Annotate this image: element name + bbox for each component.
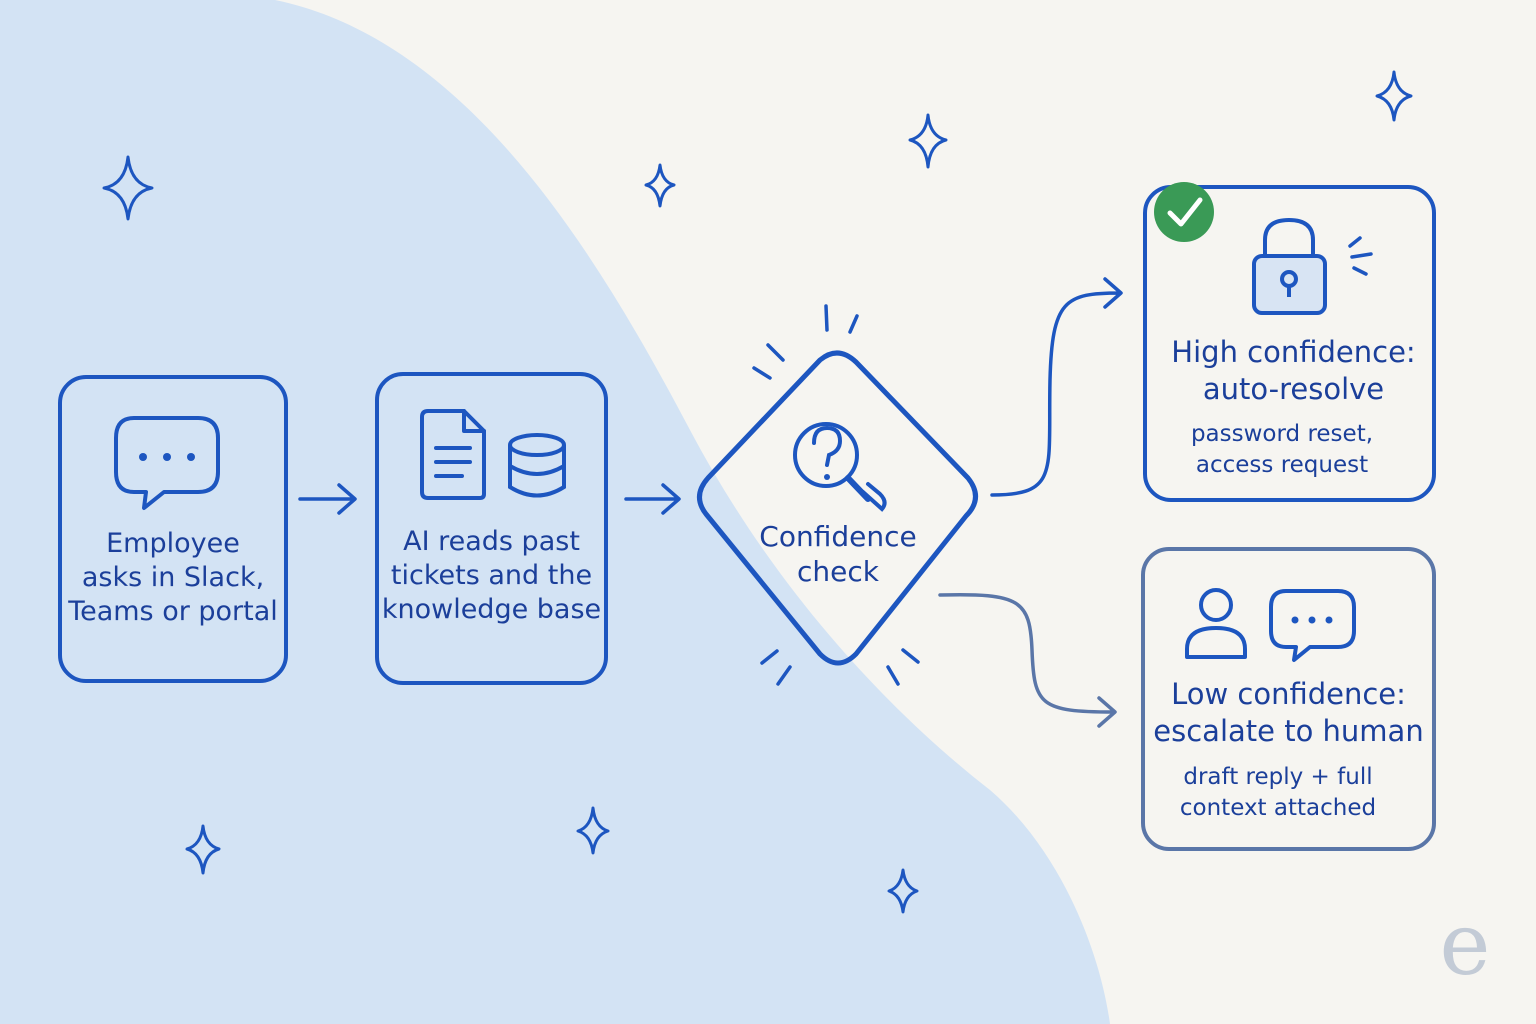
arrow-ask-to-read — [298, 483, 357, 515]
label-line: Confidence — [759, 520, 917, 553]
label-line: Employee — [106, 528, 240, 559]
outcome-box-high — [1143, 185, 1436, 502]
burst-mark — [760, 649, 779, 665]
outcome-box-low — [1141, 547, 1436, 851]
burst-mark — [766, 343, 785, 362]
label-line: tickets and the — [390, 559, 593, 591]
sparkle-icon — [576, 806, 610, 855]
label-line: Low confidence: — [1171, 677, 1406, 711]
high-outcome-title: High confidence: auto-resolve — [1145, 334, 1442, 408]
read-step-label: AI reads past tickets and the knowledge … — [377, 525, 606, 626]
sparkle-icon — [908, 113, 948, 169]
ask-step-label: Employee asks in Slack, Teams or portal — [60, 527, 286, 628]
high-outcome-detail: password reset, access request — [1137, 419, 1427, 481]
burst-mark — [752, 366, 772, 380]
arrow-read-to-decision — [624, 483, 681, 515]
label-line: auto-resolve — [1202, 372, 1385, 407]
decision-diamond — [697, 350, 978, 666]
step-box-read — [375, 372, 608, 685]
check-badge-icon — [1154, 182, 1214, 242]
brand-logo-icon: e — [1439, 895, 1491, 995]
person-icon — [1185, 588, 1247, 659]
document-icon — [420, 409, 486, 500]
label-line: High confidence: — [1171, 335, 1416, 369]
decision-label: Confidence check — [738, 519, 938, 589]
burst-mark — [776, 665, 792, 686]
label-line: password reset, — [1190, 421, 1374, 447]
sparkle-icon — [644, 163, 676, 208]
label-line: context attached — [1179, 795, 1377, 822]
label-line: AI reads past — [403, 526, 580, 557]
question-magnifier-icon — [793, 422, 887, 512]
sparkle-icon — [102, 155, 154, 221]
burst-mark — [848, 314, 859, 334]
sparkle-icon — [1375, 70, 1413, 122]
label-line: access request — [1195, 452, 1369, 479]
chat-bubble-icon — [114, 416, 220, 510]
sparkle-icon — [185, 824, 221, 875]
low-outcome-title: Low confidence: escalate to human — [1143, 676, 1434, 750]
arrow-to-low — [938, 592, 1117, 728]
sparkle-icon — [887, 868, 919, 914]
left-background-panel — [0, 0, 1110, 1024]
burst-mark — [824, 304, 829, 332]
label-line: knowledge base — [381, 593, 602, 625]
burst-mark — [886, 665, 900, 686]
low-outcome-detail: draft reply + full context attached — [1133, 762, 1423, 824]
padlock-icon — [1252, 218, 1373, 315]
chat-bubble-icon — [1269, 589, 1356, 662]
label-line: Teams or portal — [68, 595, 278, 627]
burst-mark — [901, 648, 920, 664]
arrow-to-high — [990, 277, 1123, 497]
step-box-ask — [58, 375, 288, 683]
label-line: asks in Slack, — [81, 561, 265, 593]
label-line: escalate to human — [1153, 714, 1424, 749]
database-icon — [508, 433, 566, 498]
label-line: check — [797, 555, 879, 588]
label-line: draft reply + full — [1183, 764, 1373, 790]
